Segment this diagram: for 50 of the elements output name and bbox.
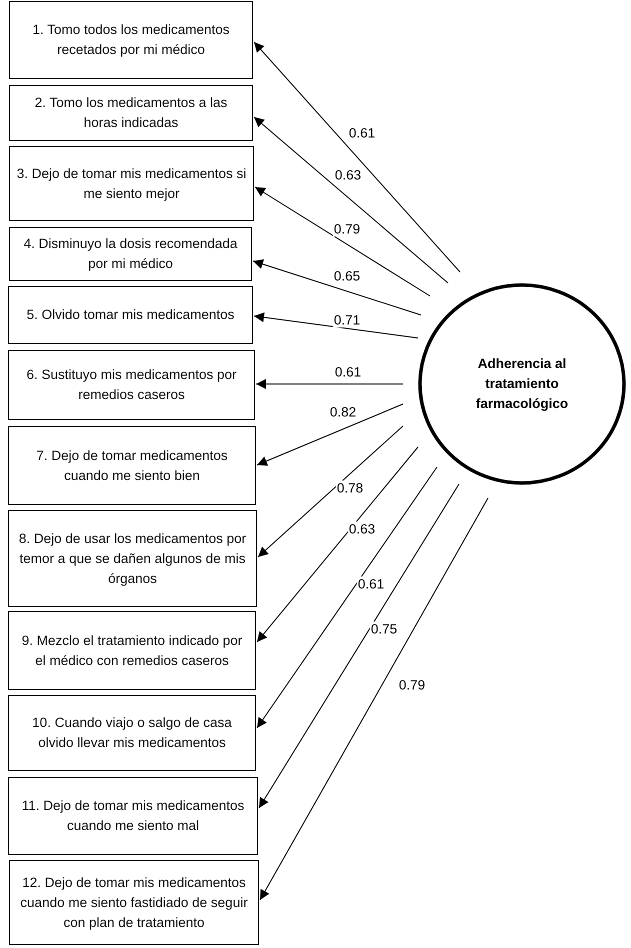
indicator-text: 12. Dejo de tomar mis medicamentos cuando me siento fastidiado de seguir con plan de tratamiento bbox=[19, 874, 249, 932]
edge-label: 0.61 bbox=[334, 364, 362, 380]
edge-label: 0.65 bbox=[332, 268, 362, 284]
arrow bbox=[254, 186, 430, 296]
edge-label: 0.61 bbox=[348, 126, 376, 140]
indicator-box bbox=[9, 860, 259, 945]
indicator-text: 7. Dejo de tomar medicamentos cuando me siento bien bbox=[35, 446, 229, 484]
edge-label: 0.78 bbox=[336, 480, 364, 496]
edge-label: 0.71 bbox=[332, 312, 362, 328]
indicator-box bbox=[8, 286, 253, 344]
indicator-text: 6. Sustituyo mis medicamentos por remedios caseros bbox=[25, 366, 238, 404]
arrow bbox=[256, 379, 404, 389]
latent-variable-label: Adherencia al tratamiento farmacológico bbox=[474, 355, 570, 413]
arrow bbox=[254, 116, 448, 284]
indicator-box bbox=[8, 777, 258, 855]
indicator-box bbox=[9, 227, 252, 281]
arrow bbox=[254, 312, 418, 338]
edge-label: 0.79 bbox=[332, 222, 362, 236]
arrow bbox=[260, 498, 488, 900]
edge-label: 0.75 bbox=[370, 622, 398, 636]
edge-label: 0.63 bbox=[348, 522, 376, 536]
indicator-text: 2. Tomo los medicamentos a las horas indicadas bbox=[34, 94, 228, 132]
indicator-box bbox=[9, 146, 254, 221]
arrow bbox=[252, 259, 422, 316]
indicator-text: 1. Tomo todos los medicamentos recetados por mi médico bbox=[31, 21, 231, 59]
edge-label: 0.61 bbox=[356, 576, 386, 592]
indicator-text: 4. Disminuyo la dosis recomendada por mi médico bbox=[22, 235, 238, 273]
arrow bbox=[258, 484, 460, 808]
indicator-text: 11. Dejo de tomar mis medicamentos cuando me siento mal bbox=[20, 797, 246, 835]
indicator-box bbox=[8, 350, 255, 420]
arrow bbox=[256, 446, 418, 642]
indicator-box bbox=[8, 510, 257, 607]
indicator-box bbox=[9, 85, 253, 141]
indicator-text: 3. Dejo de tomar mis medicamentos si me siento mejor bbox=[16, 164, 247, 203]
arrow bbox=[254, 42, 460, 272]
indicator-box bbox=[8, 611, 256, 690]
indicator-text: 8. Dejo de usar los medicamentos por temor a que se dañen algunos de mis órganos bbox=[18, 530, 248, 588]
arrow bbox=[256, 404, 404, 466]
indicator-text: 5. Olvido tomar mis medicamentos bbox=[26, 306, 234, 324]
edge-label: 0.79 bbox=[398, 678, 426, 692]
indicator-box bbox=[8, 695, 256, 771]
edge-label: 0.82 bbox=[328, 404, 358, 420]
arrow bbox=[258, 426, 404, 558]
indicator-text: 10. Cuando viajo o salgo de casa olvido llevar mis medicamentos bbox=[31, 714, 233, 752]
edge-label: 0.63 bbox=[334, 168, 362, 182]
indicator-box bbox=[8, 426, 256, 505]
arrow bbox=[256, 466, 438, 728]
latent-variable-ellipse bbox=[418, 283, 626, 485]
indicator-text: 9. Mezclo el tratamiento indicado por el médico con remedios caseros bbox=[20, 632, 244, 670]
indicator-box bbox=[9, 1, 253, 79]
